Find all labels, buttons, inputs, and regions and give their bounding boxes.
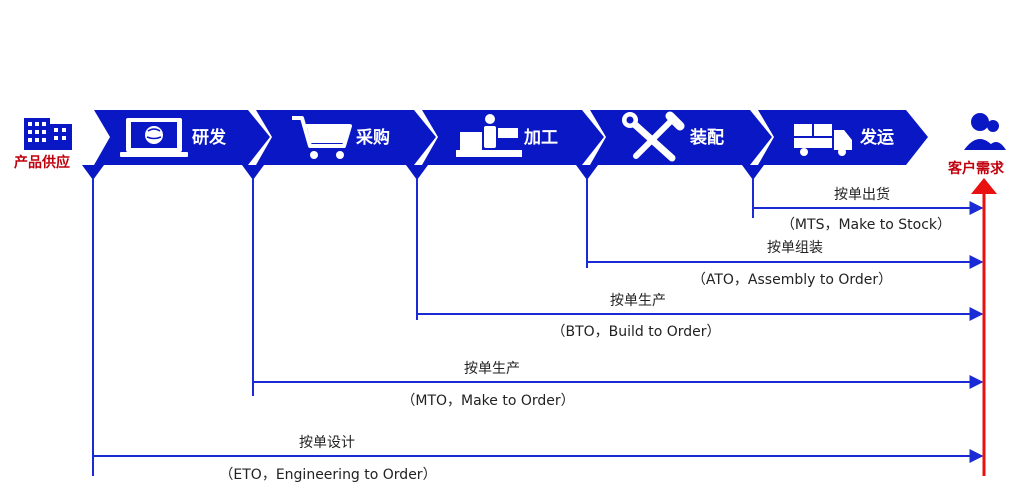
pointer-procurement	[242, 165, 264, 180]
flow-subtitle-mto: （MTO，Make to Order）	[401, 393, 574, 409]
stage-label-assembly: 装配	[689, 127, 724, 148]
flow-title-mts: 按单出货	[834, 186, 890, 203]
flow-title-bto: 按单生产	[610, 293, 666, 309]
pointer-shipping	[742, 165, 764, 180]
flow-subtitle-mts: （MTS，Make to Stock）	[781, 217, 951, 233]
flow-subtitle-bto: （BTO，Build to Order）	[551, 324, 720, 340]
factory-building-icon	[24, 118, 72, 150]
flow-subtitle-eto: （ETO，Engineering to Order）	[219, 467, 436, 483]
stage-label-processing: 加工	[523, 128, 558, 148]
delivery-truck-icon	[794, 124, 852, 156]
pointer-processing	[406, 165, 428, 180]
demand-arrow-head	[971, 178, 997, 194]
flow-title-mto: 按单生产	[464, 361, 520, 377]
stage-label-procurement: 采购	[355, 127, 390, 148]
supply-pointer	[82, 165, 104, 180]
pointer-assembly	[576, 165, 598, 180]
flow-title-ato: 按单组装	[767, 240, 823, 256]
laptop-globe-icon	[120, 118, 188, 157]
customer-group-icon	[964, 113, 1006, 150]
drop-lines	[92, 178, 754, 476]
supply-label: 产品供应	[14, 154, 70, 171]
chevron-assembly	[590, 110, 772, 165]
stage-label-rd: 研发	[192, 127, 227, 148]
wrench-screwdriver-icon	[622, 111, 685, 162]
machine-operator-icon	[456, 114, 522, 157]
stage-label-shipping: 发运	[859, 127, 894, 148]
flow-arrows	[93, 201, 984, 463]
demand-label: 客户需求	[947, 160, 1005, 177]
flow-title-eto: 按单设计	[299, 435, 355, 451]
shopping-cart-icon	[292, 116, 352, 159]
flow-subtitle-ato: （ATO，Assembly to Order）	[692, 272, 892, 288]
